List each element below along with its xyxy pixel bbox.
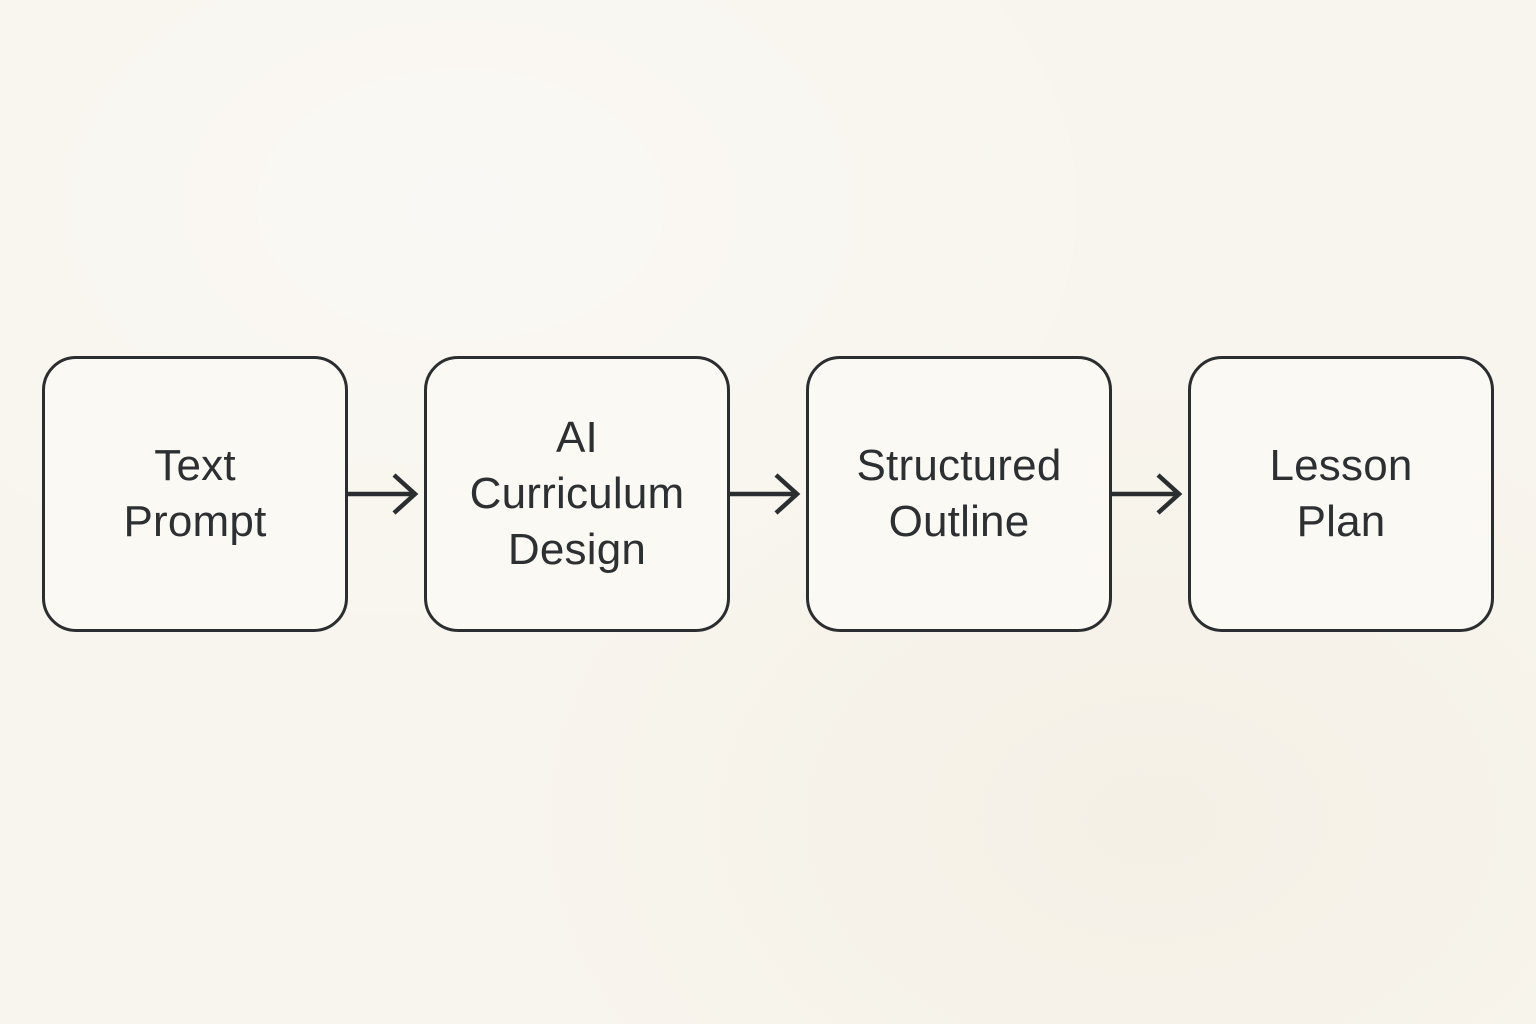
flow-node-lesson-plan: Lesson Plan [1188, 356, 1494, 632]
flow-node-ai-curriculum-design: AI Curriculum Design [424, 356, 730, 632]
flow-node-structured-outline: Structured Outline [806, 356, 1112, 632]
flow-diagram: Text Prompt AI Curriculum Design Structu… [0, 356, 1536, 632]
arrow-right-icon [348, 473, 419, 515]
arrow-right-icon [1112, 473, 1183, 515]
flow-node-label: Text Prompt [123, 441, 267, 546]
flow-node-label: AI Curriculum Design [469, 413, 685, 574]
flow-node-label: Lesson Plan [1269, 441, 1413, 546]
flow-node-text-prompt: Text Prompt [42, 356, 348, 632]
arrow-right-icon [730, 473, 801, 515]
flow-node-label: Structured Outline [856, 441, 1062, 546]
